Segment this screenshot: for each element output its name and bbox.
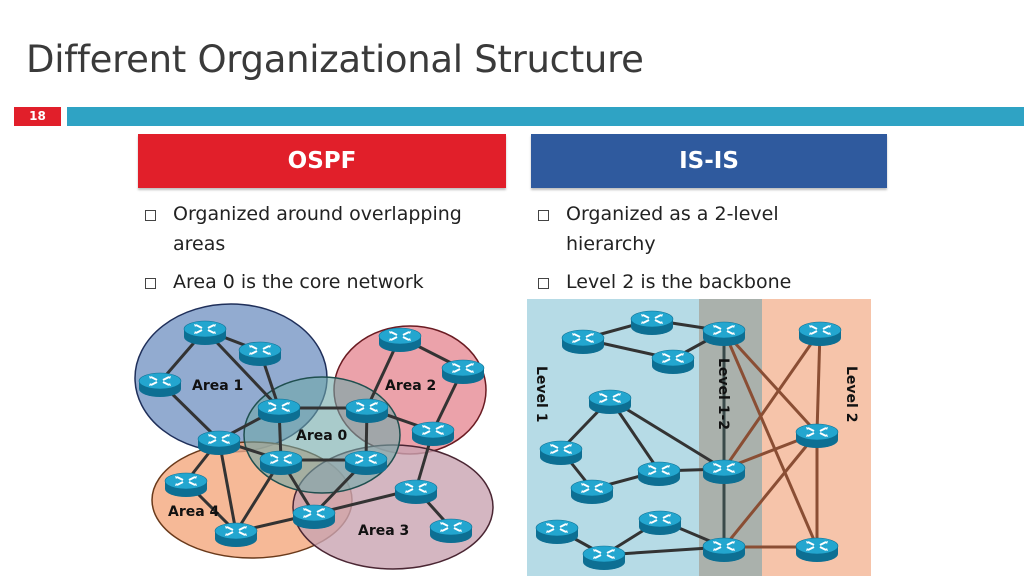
router-icon: [637, 461, 681, 487]
level-1-2-label: Level 1-2: [715, 358, 731, 430]
router-icon: [344, 450, 388, 476]
area-1-label: Area 1: [192, 378, 243, 394]
router-icon: [183, 320, 227, 346]
router-icon: [795, 537, 839, 563]
bullet-text: areas: [173, 233, 226, 255]
router-icon: [561, 329, 605, 355]
level-2-label: Level 2: [843, 366, 859, 422]
bullet-text: Level 2 is the backbone: [566, 271, 792, 293]
bullet-square-icon: [538, 278, 549, 289]
router-icon: [795, 423, 839, 449]
title-divider-bar: [67, 107, 1024, 126]
router-icon: [441, 359, 485, 385]
ospf-diagram: Area 1 Area 2 Area 0 Area 4 Area 3: [134, 303, 494, 570]
bullet-square-icon: [145, 210, 156, 221]
router-icon: [798, 321, 842, 347]
router-icon: [535, 519, 579, 545]
router-icon: [214, 522, 258, 548]
router-icon: [378, 327, 422, 353]
router-icon: [582, 545, 626, 571]
level-1-label: Level 1: [533, 366, 549, 422]
router-icon: [257, 398, 301, 424]
router-icon: [345, 398, 389, 424]
bullet-text: Organized around overlapping: [173, 203, 462, 225]
router-icon: [588, 389, 632, 415]
router-icon: [630, 310, 674, 336]
slide-title: Different Organizational Structure: [26, 38, 644, 81]
router-icon: [651, 349, 695, 375]
area-2-label: Area 2: [385, 378, 436, 394]
isis-header: IS-IS: [531, 134, 887, 188]
router-icon: [702, 459, 746, 485]
bullet-square-icon: [538, 210, 549, 221]
area-3-label: Area 3: [358, 523, 409, 539]
isis-diagram: Level 1 Level 1-2 Level 2: [527, 299, 871, 576]
router-icon: [164, 472, 208, 498]
area-0-label: Area 0: [296, 428, 348, 444]
router-icon: [539, 440, 583, 466]
bullet-text: hierarchy: [566, 233, 656, 255]
router-icon: [394, 479, 438, 505]
router-icon: [429, 518, 473, 544]
ospf-header: OSPF: [138, 134, 506, 188]
router-icon: [702, 321, 746, 347]
router-icon: [702, 537, 746, 563]
slide-number: 18: [14, 107, 61, 126]
router-icon: [411, 421, 455, 447]
router-icon: [638, 510, 682, 536]
bullet-text: Organized as a 2-level: [566, 203, 779, 225]
router-icon: [238, 341, 282, 367]
router-icon: [570, 479, 614, 505]
bullet-square-icon: [145, 278, 156, 289]
bullet-text: Area 0 is the core network: [173, 271, 424, 293]
router-icon: [259, 450, 303, 476]
router-icon: [292, 504, 336, 530]
router-icon: [197, 430, 241, 456]
area-4-label: Area 4: [168, 504, 220, 520]
router-icon: [138, 372, 182, 398]
